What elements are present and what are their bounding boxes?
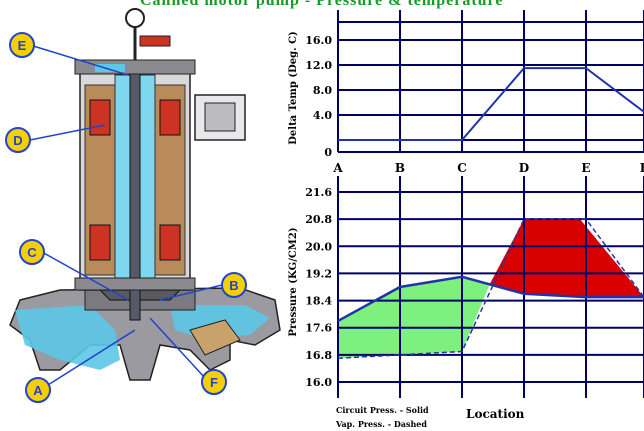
bottom-ytick-label: 21.6 bbox=[305, 186, 332, 199]
x-tick-label: C bbox=[457, 161, 467, 175]
bottom-ytick-label: 17.6 bbox=[305, 322, 332, 335]
x-tick-label: B bbox=[395, 161, 405, 175]
bottom-chart-ylabel: Pressure (KG/CM2) bbox=[288, 227, 299, 336]
svg-text:A: A bbox=[33, 383, 43, 398]
callout-a-line bbox=[47, 329, 136, 386]
callout-e: E bbox=[9, 32, 35, 58]
svg-text:B: B bbox=[229, 278, 238, 293]
circuit-pressure-line bbox=[337, 275, 644, 323]
temp-series-line bbox=[338, 67, 644, 141]
callout-f-line bbox=[149, 317, 206, 379]
valve bbox=[139, 35, 171, 47]
gauge-icon bbox=[125, 8, 145, 28]
bottom-ytick-label: 20.8 bbox=[305, 213, 332, 226]
tan-block bbox=[189, 319, 241, 356]
top-plot-area: 16.0 12.0 8.0 4.0 0A B C D E F bbox=[305, 10, 644, 175]
svg-text:E: E bbox=[18, 38, 27, 53]
callout-b: B bbox=[221, 272, 247, 298]
winding-right-bottom bbox=[159, 224, 181, 261]
bottom-ytick-label: 20.0 bbox=[305, 240, 332, 253]
svg-text:D: D bbox=[13, 133, 22, 148]
top-ytick-label: 8.0 bbox=[313, 84, 332, 97]
top-vent bbox=[95, 64, 125, 72]
callout-c: C bbox=[19, 239, 45, 265]
x-tick-label: D bbox=[519, 161, 529, 175]
callout-e-line bbox=[29, 44, 129, 76]
vapor-above-circuit-area bbox=[490, 219, 644, 298]
x-tick-label: E bbox=[581, 161, 590, 175]
bottom-ytick-label: 18.4 bbox=[305, 295, 332, 308]
callout-d-line bbox=[29, 124, 106, 141]
svg-text:C: C bbox=[27, 245, 37, 260]
top-ytick-label: 4.0 bbox=[313, 109, 332, 122]
callout-f: F bbox=[201, 369, 227, 395]
bottom-plot-area: 21.6 20.8 20.0 19.2 18.4 17.6 16.8 16.0 bbox=[305, 176, 644, 398]
figure-title: Canned motor pump - Pressure & temperatu… bbox=[140, 0, 504, 9]
x-tick-label: F bbox=[640, 161, 644, 175]
top-chart-ylabel: Delta Temp (Deg. C) bbox=[288, 31, 299, 145]
terminal-box-inner bbox=[204, 102, 236, 132]
pump-diagram: E D C B A F bbox=[5, 8, 281, 403]
top-ytick-label: 12.0 bbox=[305, 59, 332, 72]
top-ytick-label: 16.0 bbox=[305, 34, 332, 47]
circuit-above-vapor-area bbox=[338, 276, 490, 359]
svg-text:F: F bbox=[210, 375, 218, 390]
x-tick-label: A bbox=[332, 161, 343, 175]
inlet-flow bbox=[15, 305, 120, 370]
legend-circuit: Circuit Press. - Solid bbox=[336, 405, 429, 415]
top-ytick-label: 0 bbox=[324, 146, 332, 159]
callout-b-line bbox=[159, 284, 223, 301]
vapor-pressure-line bbox=[337, 218, 644, 359]
callout-d: D bbox=[5, 127, 31, 153]
winding-left-bottom bbox=[89, 224, 111, 261]
bottom-ytick-label: 19.2 bbox=[305, 267, 332, 280]
winding-right-top bbox=[159, 99, 181, 136]
callout-a: A bbox=[25, 377, 51, 403]
bottom-ytick-label: 16.8 bbox=[305, 349, 332, 362]
bottom-chart-xlabel: Location bbox=[466, 407, 525, 421]
callout-c-line bbox=[41, 251, 129, 301]
legend-vapor: Vap. Press. - Dashed bbox=[335, 419, 427, 429]
bottom-ytick-label: 16.0 bbox=[305, 376, 332, 389]
